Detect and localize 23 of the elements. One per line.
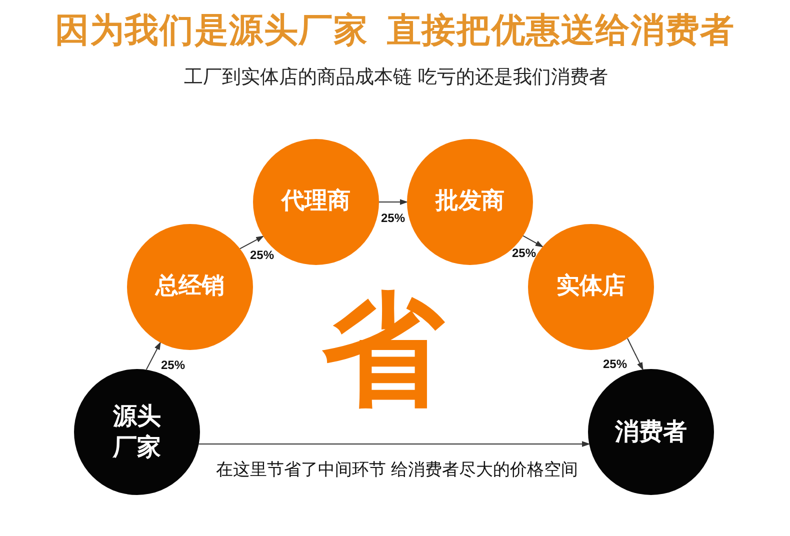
edge-label: 25%	[512, 247, 536, 261]
node-label: 源头厂家	[112, 400, 162, 463]
edge-label: 25%	[160, 359, 186, 373]
edge-label: 在这里节省了中间环节 给消费者尽大的价格空间	[216, 461, 578, 481]
circle-node	[588, 369, 714, 495]
arrow	[198, 441, 590, 447]
edge-label: 25%	[380, 212, 406, 226]
edge-label: 25%	[250, 249, 274, 263]
arrow	[146, 342, 161, 370]
arrow	[240, 236, 264, 250]
node-label: 消费者	[615, 416, 687, 448]
node-label: 实体店	[556, 272, 626, 302]
arrow	[627, 338, 644, 370]
node-label: 代理商	[282, 187, 350, 216]
arrow	[522, 235, 544, 248]
title: 因为我们是源头厂家 直接把优惠送给消费者	[55, 11, 735, 51]
subtitle: 工厂到实体店的商品成本链 吃亏的还是我们消费者	[184, 67, 608, 89]
large-character: 省	[322, 289, 444, 411]
circle-node	[74, 369, 200, 495]
node-label: 批发商	[436, 187, 504, 216]
edge-label: 25%	[602, 358, 628, 372]
node-label: 总经销	[156, 272, 224, 302]
arrow	[378, 199, 408, 205]
